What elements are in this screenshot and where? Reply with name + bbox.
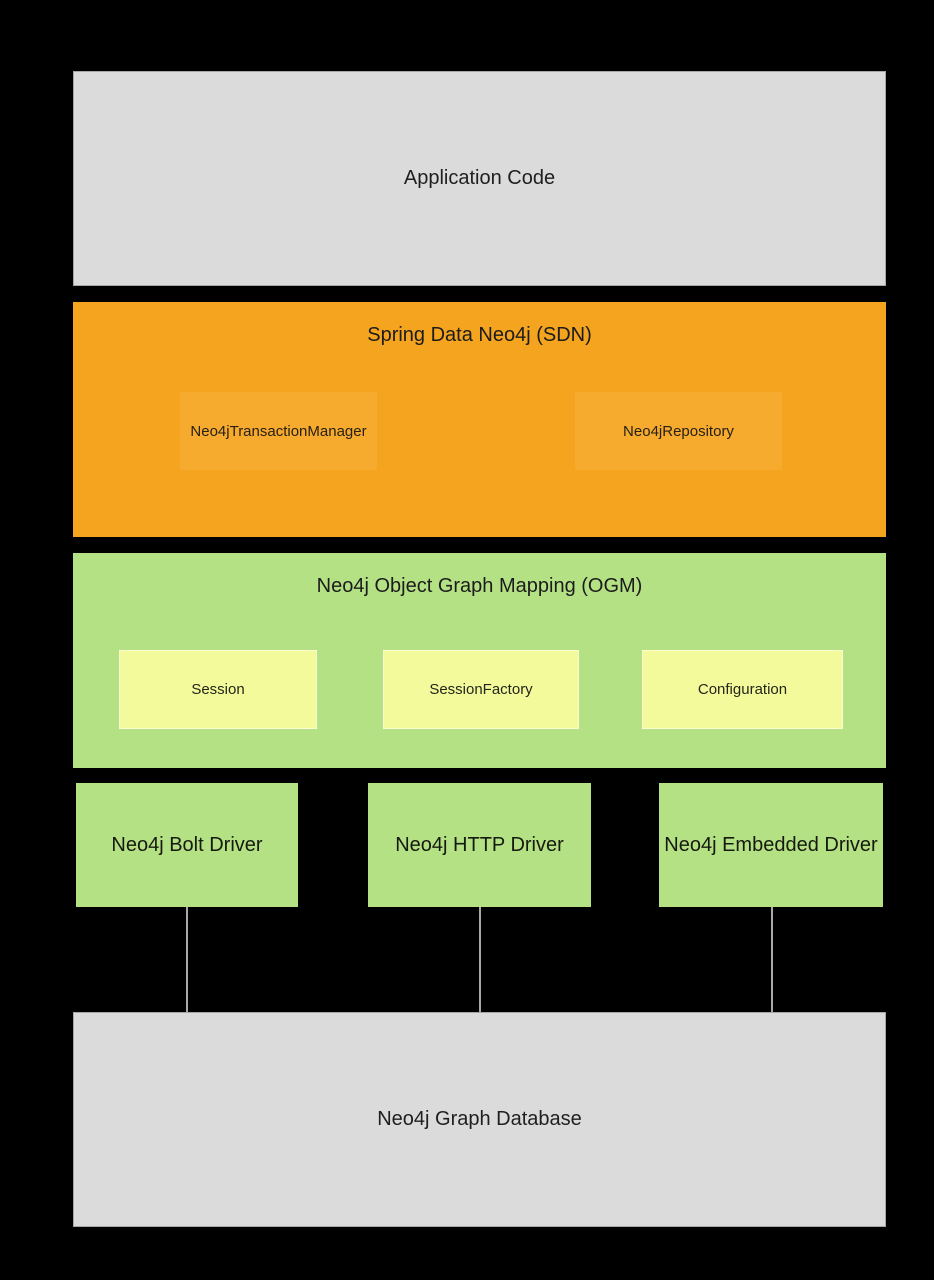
session-factory-label: SessionFactory xyxy=(429,681,533,698)
session-label: Session xyxy=(191,681,245,698)
ogm-layer-box: Neo4j Object Graph Mapping (OGM) Session… xyxy=(73,553,886,768)
transaction-manager-label: Neo4jTransactionManager xyxy=(190,422,367,440)
connector-line-embedded xyxy=(771,907,773,1012)
session-factory-box: SessionFactory xyxy=(383,650,579,729)
connector-line-bolt xyxy=(186,907,188,1012)
transaction-manager-box: Neo4jTransactionManager xyxy=(180,392,377,470)
database-label: Neo4j Graph Database xyxy=(377,1108,582,1130)
embedded-driver-label: Neo4j Embedded Driver xyxy=(664,833,878,856)
bolt-driver-box: Neo4j Bolt Driver xyxy=(76,783,298,907)
database-box: Neo4j Graph Database xyxy=(73,1012,886,1227)
embedded-driver-box: Neo4j Embedded Driver xyxy=(659,783,883,907)
application-code-box: Application Code xyxy=(73,71,886,286)
application-code-label: Application Code xyxy=(403,167,556,189)
http-driver-label: Neo4j HTTP Driver xyxy=(395,833,564,856)
bolt-driver-label: Neo4j Bolt Driver xyxy=(111,833,263,856)
http-driver-box: Neo4j HTTP Driver xyxy=(368,783,591,907)
repository-box: Neo4jRepository xyxy=(575,392,782,470)
repository-label: Neo4jRepository xyxy=(623,422,734,440)
sdn-layer-box: Spring Data Neo4j (SDN) Neo4jTransaction… xyxy=(73,302,886,537)
configuration-label: Configuration xyxy=(697,681,788,698)
connector-line-http xyxy=(479,907,481,1012)
ogm-layer-title: Neo4j Object Graph Mapping (OGM) xyxy=(316,575,643,597)
session-box: Session xyxy=(119,650,317,729)
configuration-box: Configuration xyxy=(642,650,843,729)
sdn-layer-title: Spring Data Neo4j (SDN) xyxy=(367,324,592,346)
